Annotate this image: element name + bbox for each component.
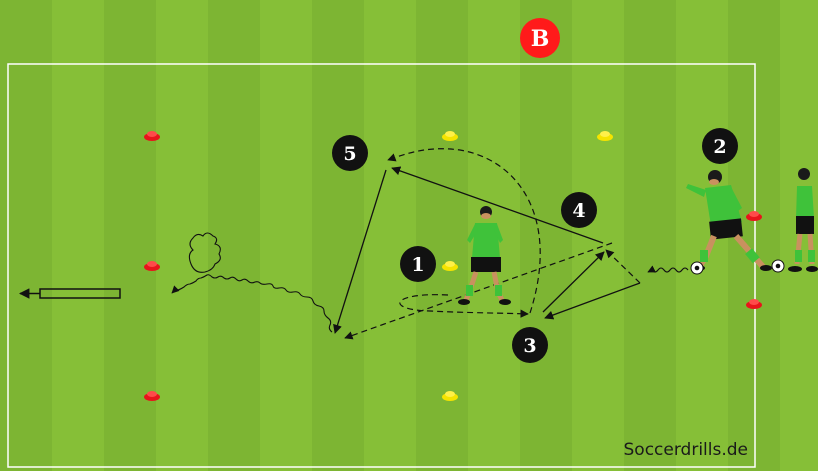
run-lines — [344, 148, 641, 340]
run-path — [605, 249, 641, 284]
football-two — [771, 259, 785, 273]
cone-red — [144, 261, 160, 271]
station-badge: B — [520, 18, 560, 58]
cone-yellow — [442, 261, 458, 271]
feint-scribble — [188, 232, 221, 273]
cone-yellow — [597, 131, 613, 141]
dribble-lines — [171, 232, 689, 333]
pass-arrow — [542, 251, 605, 313]
step-number: 1 — [411, 254, 424, 276]
cone-red — [144, 391, 160, 401]
station-label: B — [531, 26, 550, 52]
cone-red — [746, 299, 762, 309]
cone-red — [746, 211, 762, 221]
cones — [144, 131, 762, 401]
step-marker-1: 1 — [400, 246, 436, 282]
mini-goal — [18, 288, 121, 299]
pass-arrow — [391, 166, 604, 244]
pass-arrow — [333, 169, 387, 334]
dribble-path — [171, 274, 333, 333]
run-path — [399, 294, 529, 318]
run-path — [387, 148, 541, 314]
player-waiting — [788, 168, 818, 272]
run-path — [344, 242, 613, 340]
cone-yellow — [442, 391, 458, 401]
step-number: 4 — [572, 200, 585, 222]
football-one — [690, 261, 704, 275]
cone-yellow — [442, 131, 458, 141]
step-number: 2 — [713, 136, 726, 158]
pass-arrow — [544, 282, 641, 320]
dribble-path — [647, 265, 689, 273]
step-marker-3: 3 — [512, 327, 548, 363]
watermark: Soccerdrills.de — [624, 440, 749, 460]
pass-lines — [333, 166, 641, 334]
step-number: 3 — [523, 335, 536, 357]
player-one — [458, 206, 511, 305]
step-marker-4: 4 — [561, 192, 597, 228]
step-marker-5: 5 — [332, 135, 368, 171]
step-number: 5 — [343, 143, 356, 165]
cone-red — [144, 131, 160, 141]
field-boundary — [7, 63, 756, 468]
step-marker-2: 2 — [702, 128, 738, 164]
